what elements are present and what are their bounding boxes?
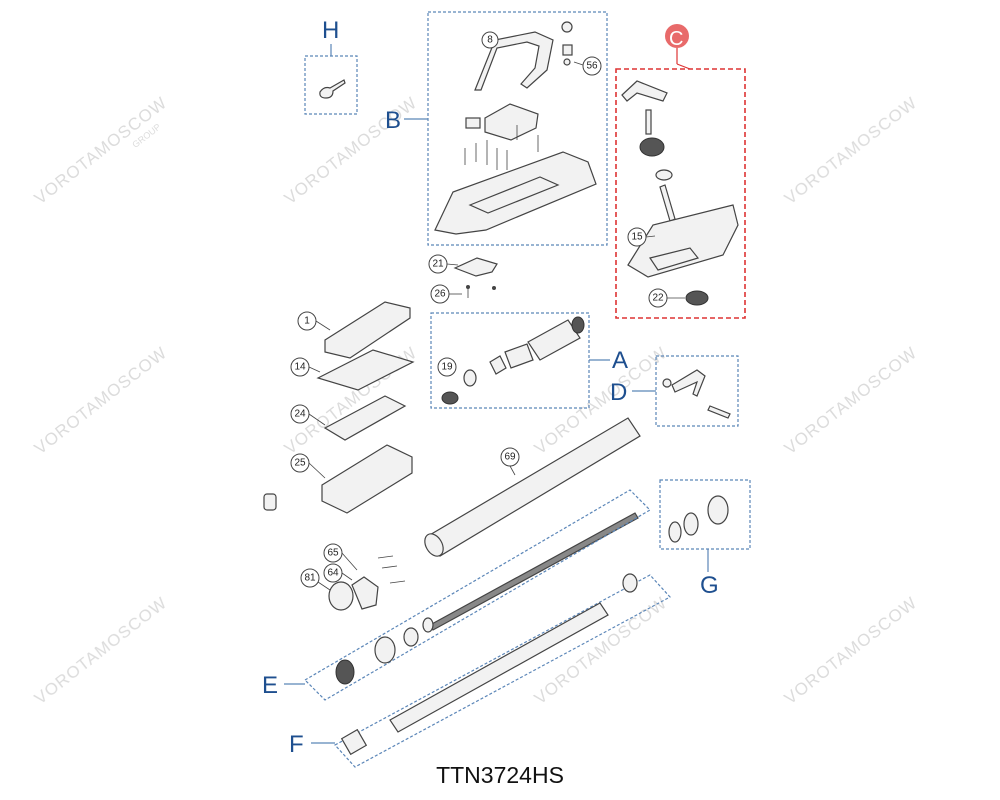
group-e: E — [262, 489, 651, 701]
bracket-parts-64-65-81: 65 64 81 — [300, 543, 406, 611]
callout-65: 65 — [327, 548, 339, 559]
callout-14: 14 — [294, 362, 306, 373]
top-cover — [324, 301, 411, 359]
group-label-h: H — [322, 17, 339, 44]
callout-24: 24 — [294, 409, 306, 420]
callout-19: 19 — [441, 362, 453, 373]
group-label-c: C — [669, 28, 683, 50]
group-d: D — [610, 355, 739, 427]
model-title: TTN3724HS — [436, 762, 564, 788]
gasket-14 — [316, 349, 415, 391]
group-label-a: A — [612, 347, 628, 374]
callout-81: 81 — [304, 573, 316, 584]
tray-25 — [321, 444, 413, 514]
tube-69 — [427, 417, 641, 557]
group-label-e: E — [262, 672, 278, 699]
key-part — [319, 79, 346, 99]
callout-69: 69 — [504, 452, 516, 463]
watermark-text: VOROTAMOSCOW — [31, 593, 171, 708]
motor-body — [527, 319, 581, 361]
watermark-text: VOROTAMOSCOW — [781, 93, 921, 208]
cover-stack: 1 14 24 25 — [263, 301, 415, 514]
callout-1: 1 — [304, 316, 310, 327]
callout-22: 22 — [652, 293, 664, 304]
lock-block — [484, 103, 539, 141]
group-g: G — [659, 479, 751, 599]
callout-64: 64 — [327, 568, 339, 579]
watermark-text: VOROTAMOSCOW — [781, 593, 921, 708]
inner-tube — [389, 602, 609, 733]
group-a: A 19 — [430, 312, 628, 409]
callout-25: 25 — [294, 458, 306, 469]
gasket-24 — [323, 395, 407, 441]
callout-26: 26 — [434, 289, 446, 300]
group-label-f: F — [289, 731, 304, 758]
callout-21: 21 — [432, 259, 444, 270]
group-h: H — [304, 17, 358, 115]
callout-56: 56 — [586, 61, 598, 72]
callout-15: 15 — [631, 232, 643, 243]
watermark-text: VOROTAMOSCOW — [31, 343, 171, 458]
watermark-text: VOROTAMOSCOW — [31, 93, 171, 208]
group-c-highlight-dot — [665, 24, 689, 48]
ring-81 — [328, 581, 354, 611]
group-c: C 15 22 — [615, 24, 746, 319]
watermark-text: VOROTAMOSCOW — [781, 343, 921, 458]
plug-part — [263, 493, 277, 511]
group-label-b: B — [385, 107, 401, 134]
bracket-64 — [351, 576, 379, 610]
loose-parts-21-26: 21 26 — [428, 254, 498, 304]
callout-8: 8 — [487, 35, 493, 46]
group-label-d: D — [610, 379, 627, 406]
group-b: B 8 56 — [385, 11, 608, 246]
outer-tube: 69 — [424, 417, 641, 557]
group-label-g: G — [700, 572, 719, 599]
bracket-d — [671, 369, 706, 397]
group-f: F — [289, 573, 671, 768]
